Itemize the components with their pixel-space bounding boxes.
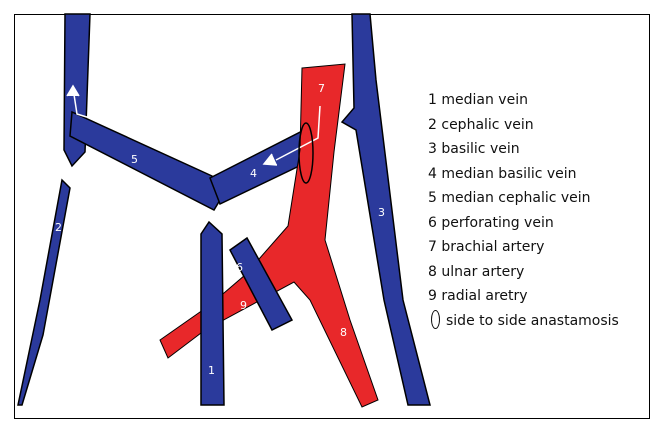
legend-item: 6 perforating vein bbox=[428, 211, 619, 236]
legend-item: 1 median vein bbox=[428, 88, 619, 113]
label-radial-artery: 9 bbox=[240, 299, 247, 312]
legend-num: 4 bbox=[428, 166, 437, 182]
legend-text: median cephalic vein bbox=[441, 190, 590, 206]
legend-text: perforating vein bbox=[441, 215, 553, 231]
legend-item: 4 median basilic vein bbox=[428, 162, 619, 187]
legend-item: 9 radial aretry bbox=[428, 284, 619, 309]
label-ulnar-artery: 8 bbox=[340, 326, 347, 339]
median-vein bbox=[201, 222, 224, 405]
legend: 1 median vein 2 cephalic vein 3 basilic … bbox=[428, 88, 619, 333]
legend-text: median basilic vein bbox=[441, 166, 576, 182]
legend-item: 7 brachial artery bbox=[428, 235, 619, 260]
legend-item: 8 ulnar artery bbox=[428, 260, 619, 285]
legend-num: 5 bbox=[428, 190, 437, 206]
legend-num: 6 bbox=[428, 215, 437, 231]
label-brachial-artery: 7 bbox=[318, 82, 325, 95]
legend-num: 1 bbox=[428, 92, 437, 108]
label-median-basilic-vein: 4 bbox=[250, 167, 257, 180]
legend-text: basilic vein bbox=[441, 141, 519, 157]
legend-item: 5 median cephalic vein bbox=[428, 186, 619, 211]
legend-num: 2 bbox=[428, 117, 437, 133]
median-cephalic-vein bbox=[70, 112, 220, 210]
legend-num: 8 bbox=[428, 264, 437, 280]
legend-text: brachial artery bbox=[441, 239, 544, 255]
cephalic-vein-lower bbox=[18, 180, 70, 405]
label-perforating-vein: 6 bbox=[236, 261, 243, 274]
legend-item: 2 cephalic vein bbox=[428, 113, 619, 138]
legend-num: 3 bbox=[428, 141, 437, 157]
ellipse-icon bbox=[431, 310, 440, 329]
label-cephalic-vein: 2 bbox=[55, 221, 62, 234]
label-median-cephalic-vein: 5 bbox=[131, 153, 138, 166]
label-basilic-vein: 3 bbox=[378, 206, 385, 219]
legend-text: cephalic vein bbox=[441, 117, 533, 133]
label-median-vein: 1 bbox=[208, 364, 215, 377]
legend-item: 3 basilic vein bbox=[428, 137, 619, 162]
legend-text: side to side anastamosis bbox=[446, 313, 619, 329]
legend-text: radial aretry bbox=[441, 288, 527, 304]
legend-item-anastomosis: side to side anastamosis bbox=[428, 309, 619, 334]
artery-tree bbox=[160, 64, 378, 407]
legend-num: 9 bbox=[428, 288, 437, 304]
legend-text: median vein bbox=[441, 92, 528, 108]
legend-text: ulnar artery bbox=[441, 264, 524, 280]
legend-num: 7 bbox=[428, 239, 437, 255]
